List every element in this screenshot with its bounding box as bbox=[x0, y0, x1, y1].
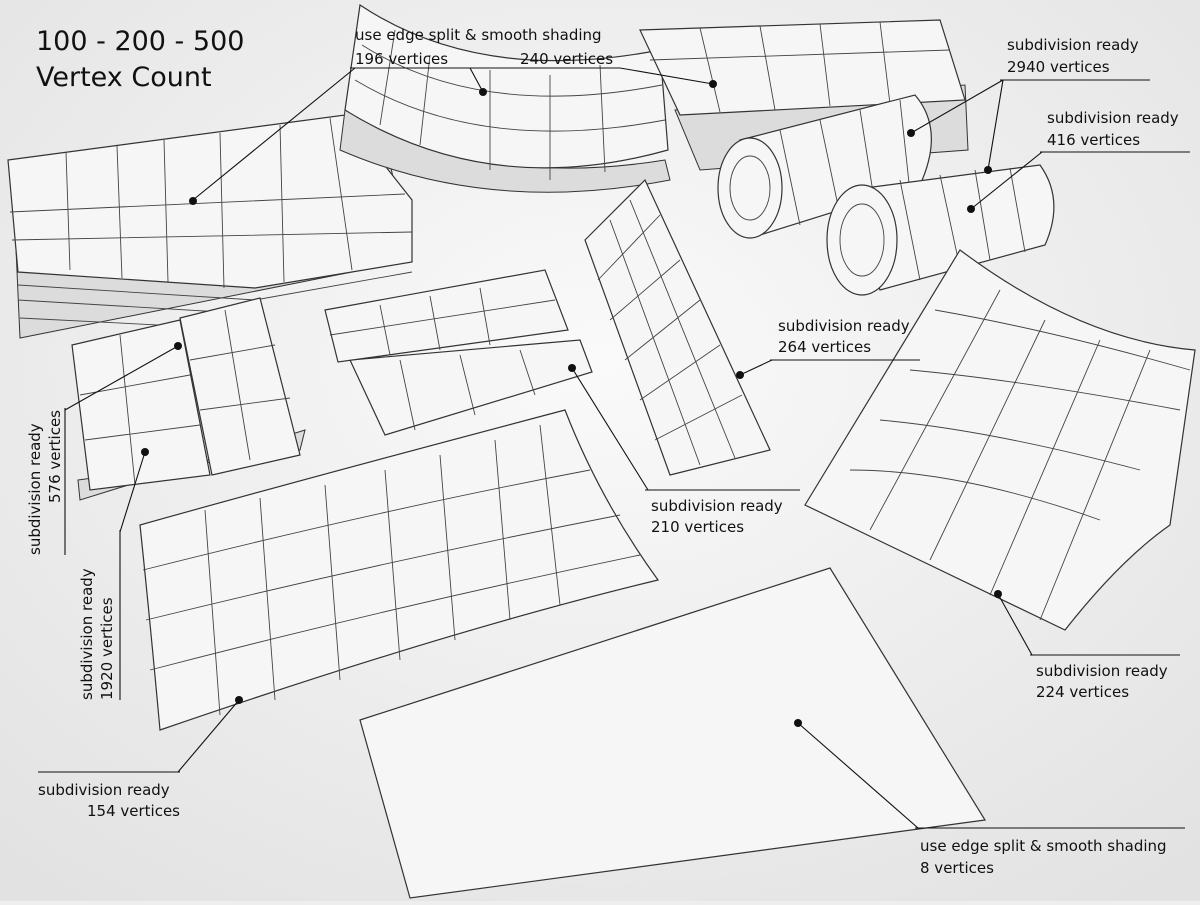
svg-text:1920 vertices: 1920 vertices bbox=[98, 597, 116, 700]
paper-stack-curved bbox=[339, 3, 671, 193]
folded-sheet-tall bbox=[584, 178, 771, 476]
curved-sheet bbox=[804, 249, 1196, 631]
folded-book bbox=[71, 297, 306, 501]
svg-text:224 vertices: 224 vertices bbox=[1036, 683, 1129, 701]
label-folded-small: subdivision ready 210 vertices bbox=[651, 497, 783, 536]
label-curved-sheet: subdivision ready 224 vertices bbox=[1036, 662, 1168, 701]
folded-sheet-small bbox=[324, 269, 593, 436]
flat-sheet bbox=[359, 567, 986, 899]
annotation-leaders bbox=[38, 67, 1190, 829]
svg-text:subdivision ready: subdivision ready bbox=[38, 781, 170, 799]
svg-text:subdivision ready: subdivision ready bbox=[651, 497, 783, 515]
svg-text:416 vertices: 416 vertices bbox=[1047, 131, 1140, 149]
label-book-binding: subdivision ready 576 vertices bbox=[26, 410, 64, 555]
svg-text:264 vertices: 264 vertices bbox=[778, 338, 871, 356]
label-book-pages: subdivision ready 1920 vertices bbox=[78, 568, 116, 700]
svg-text:subdivision ready: subdivision ready bbox=[78, 568, 96, 700]
svg-text:subdivision ready: subdivision ready bbox=[778, 317, 910, 335]
paper-roll-big bbox=[717, 94, 932, 239]
label-flat-sheet: use edge split & smooth shading 8 vertic… bbox=[920, 837, 1167, 877]
svg-text:use edge split & smooth shadin: use edge split & smooth shading bbox=[355, 26, 602, 44]
svg-text:subdivision ready: subdivision ready bbox=[1036, 662, 1168, 680]
label-roll-big: subdivision ready 2940 vertices bbox=[1007, 36, 1139, 76]
svg-text:154 vertices: 154 vertices bbox=[87, 802, 180, 820]
svg-text:use edge split & smooth shadin: use edge split & smooth shading bbox=[920, 837, 1167, 855]
svg-text:8 vertices: 8 vertices bbox=[920, 859, 994, 877]
svg-text:196 vertices: 196 vertices bbox=[355, 50, 448, 68]
label-stack-top: use edge split & smooth shading 196 vert… bbox=[355, 26, 613, 68]
label-wavy-sheet: subdivision ready 154 vertices bbox=[38, 781, 180, 820]
title-line1: 100 - 200 - 500 bbox=[36, 26, 244, 57]
svg-text:240 vertices: 240 vertices bbox=[520, 50, 613, 68]
label-roll-small: subdivision ready 416 vertices bbox=[1047, 109, 1179, 149]
svg-text:576 vertices: 576 vertices bbox=[46, 410, 64, 503]
paper-stack-left bbox=[7, 114, 413, 339]
label-folded-tall: subdivision ready 264 vertices bbox=[778, 317, 910, 356]
svg-text:210 vertices: 210 vertices bbox=[651, 518, 744, 536]
svg-text:subdivision ready: subdivision ready bbox=[26, 423, 44, 555]
paper-roll-small bbox=[826, 164, 1055, 296]
title-line2: Vertex Count bbox=[36, 62, 212, 93]
wavy-sheet bbox=[139, 409, 660, 731]
svg-text:subdivision ready: subdivision ready bbox=[1007, 36, 1139, 54]
svg-text:subdivision ready: subdivision ready bbox=[1047, 109, 1179, 127]
svg-text:2940 vertices: 2940 vertices bbox=[1007, 58, 1110, 76]
